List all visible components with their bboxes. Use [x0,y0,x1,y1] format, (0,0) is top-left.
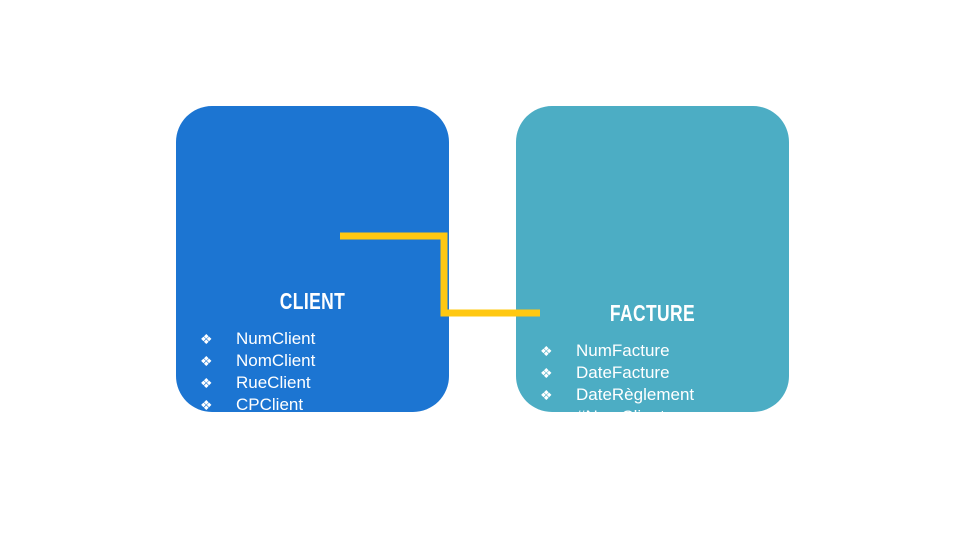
attribute-item-cpclient[interactable]: ❖ CPClient [200,394,449,412]
attribute-label: DateFacture [576,363,670,382]
diamond-bullet-icon: ❖ [200,375,213,391]
diamond-bullet-icon: ❖ [540,406,576,412]
diamond-bullet-icon: ❖ [540,387,553,403]
attribute-item-rueclient[interactable]: ❖ RueClient [200,372,449,394]
attribute-label: NomClient [236,351,316,370]
entity-box-facture[interactable]: FACTURE ❖ NumFacture ❖ DateFacture ❖ Dat… [516,106,789,412]
entity-title-facture: FACTURE [609,300,696,326]
attribute-label: NumFacture [576,341,670,360]
attribute-item-nomclient[interactable]: ❖ NomClient [200,350,449,372]
attribute-label: CPClient [236,395,304,412]
attribute-label: #NumClient [576,406,665,412]
entity-box-client[interactable]: CLIENT ❖ NumClient ❖ NomClient ❖ RueClie… [176,106,449,412]
attribute-label: DateRèglement [576,385,695,404]
diamond-bullet-icon: ❖ [540,343,553,359]
attribute-label: RueClient [236,373,311,392]
diamond-bullet-icon: ❖ [540,365,553,381]
attribute-list-facture: ❖ NumFacture ❖ DateFacture ❖ DateRègleme… [516,340,789,412]
attribute-item-datefacture[interactable]: ❖ DateFacture [540,362,789,384]
diamond-bullet-icon: ❖ [200,331,213,347]
attribute-item-foreignkey-numclient[interactable]: ❖ #NumClient [540,406,789,412]
diamond-bullet-icon: ❖ [200,353,213,369]
attribute-item-numclient[interactable]: ❖ NumClient [200,328,449,350]
entity-title-client: CLIENT [279,288,346,314]
attribute-item-numfacture[interactable]: ❖ NumFacture [540,340,789,362]
attribute-item-datereglement[interactable]: ❖ DateRèglement [540,384,789,406]
attribute-list-client: ❖ NumClient ❖ NomClient ❖ RueClient ❖ CP… [176,328,449,412]
diamond-bullet-icon: ❖ [200,397,213,412]
attribute-label: NumClient [236,329,316,348]
